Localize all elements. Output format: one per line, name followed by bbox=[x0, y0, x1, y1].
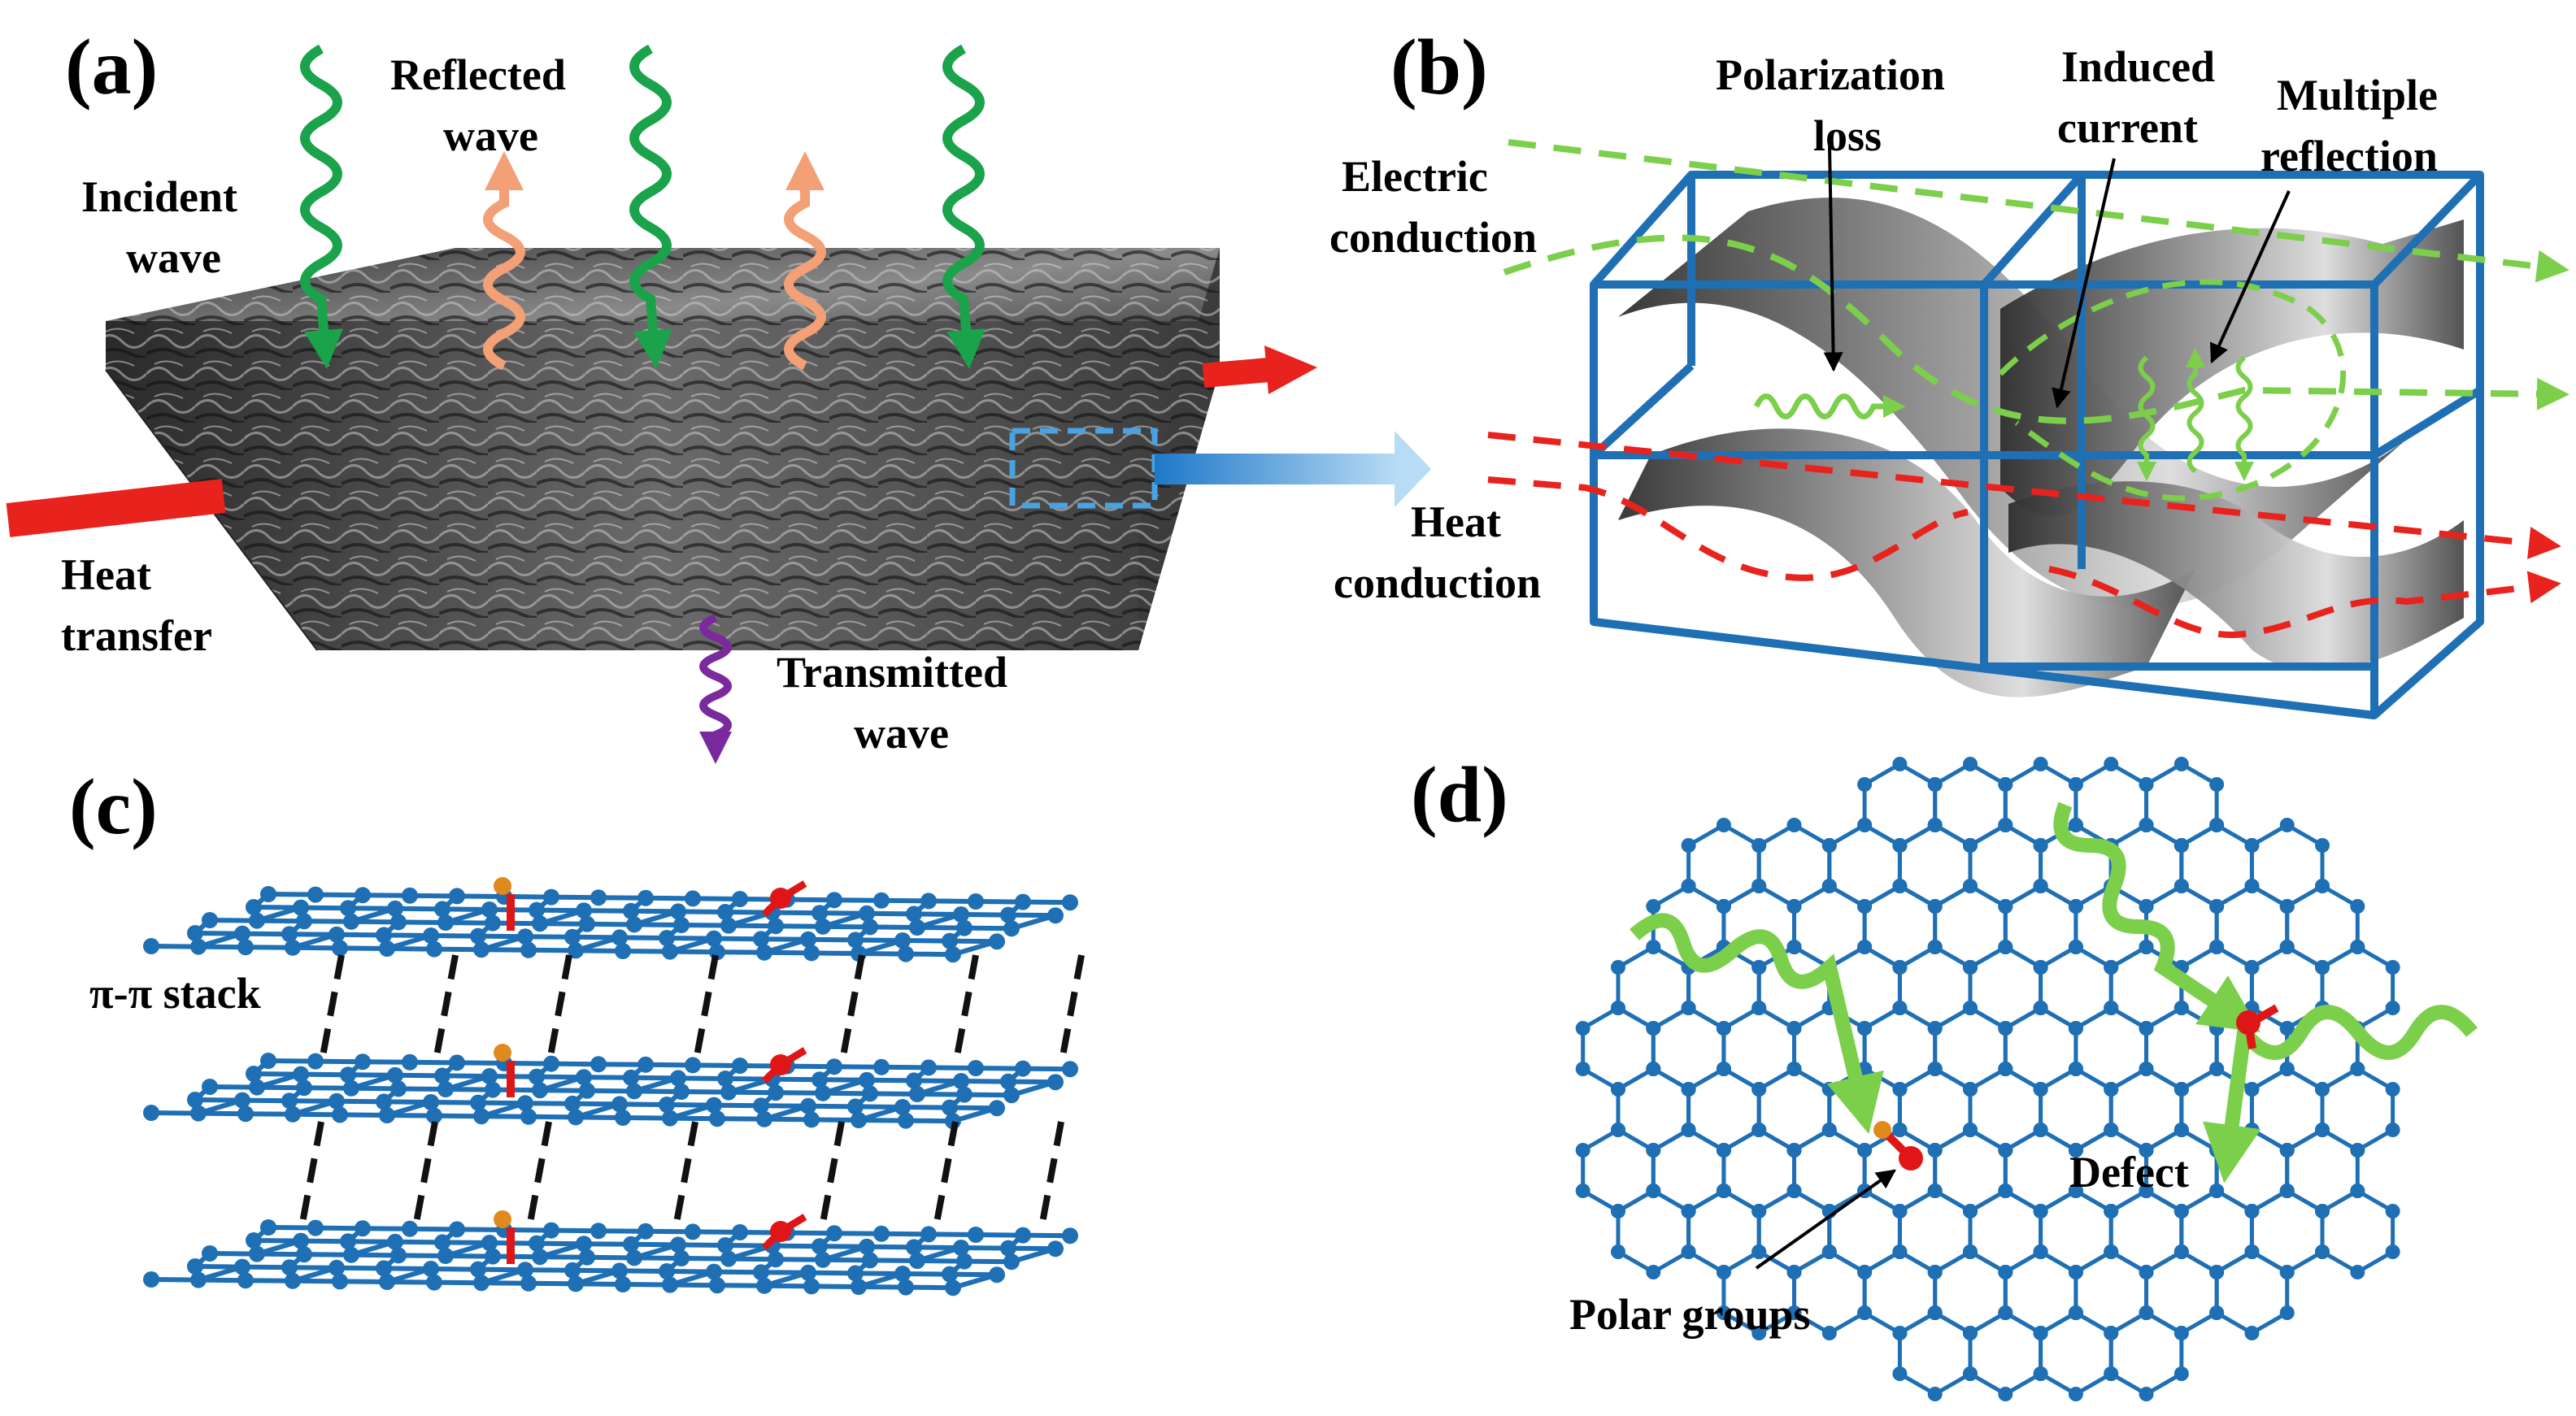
graphene-sheet-1 bbox=[143, 877, 1078, 963]
polarization-loss-label-2: loss bbox=[1813, 111, 1882, 160]
wavy-sheet-top-right bbox=[2000, 219, 2464, 516]
transmitted-wave-label-2: wave bbox=[854, 709, 949, 758]
heat-transfer-label-1: Heat bbox=[61, 550, 151, 599]
heat-conduction-line-3 bbox=[2048, 566, 2561, 638]
panel-c-label: (c) bbox=[69, 763, 158, 851]
induced-current-pointer bbox=[2052, 158, 2116, 409]
reflected-wave-label-1: Reflected bbox=[390, 50, 566, 99]
electric-conduction-line-2 bbox=[1503, 234, 2569, 424]
wave-to-defect-right bbox=[2203, 1005, 2478, 1184]
panel-b-label: (b) bbox=[1390, 24, 1488, 111]
polarization-loss-label-1: Polarization bbox=[1716, 50, 1945, 99]
incident-wave-label-1: Incident bbox=[81, 172, 237, 221]
graphene-sheet-2 bbox=[143, 1044, 1078, 1130]
reflected-wave-2 bbox=[784, 151, 826, 371]
wavy-sheet-bottom-right bbox=[2008, 481, 2464, 671]
polar-group-marker bbox=[1873, 1121, 1923, 1171]
polar-groups-label: Polar groups bbox=[1569, 1290, 1811, 1339]
heat-conduction-line-1 bbox=[1487, 432, 2561, 559]
reflected-wave-label-2: wave bbox=[443, 111, 538, 160]
pi-stack-dashes bbox=[298, 954, 1085, 1232]
graphene-sheets bbox=[143, 877, 1078, 1297]
induced-current-label-2: current bbox=[2057, 103, 2198, 152]
incident-wave-1 bbox=[300, 44, 343, 369]
multiple-reflection-wave-2 bbox=[2186, 348, 2205, 474]
electric-conduction-label-1: Electric bbox=[1342, 152, 1488, 201]
panel-b: (b) bbox=[1329, 24, 2569, 719]
electric-conduction-line-1 bbox=[1508, 139, 2569, 283]
transmitted-wave bbox=[699, 614, 732, 764]
heat-transfer-out-arrow bbox=[1202, 345, 1317, 394]
multiple-reflection-wave-3 bbox=[2234, 355, 2254, 481]
incident-wave-2 bbox=[629, 44, 672, 369]
graphene-honeycomb bbox=[1575, 757, 2400, 1401]
electric-conduction-label-2: conduction bbox=[1329, 213, 1537, 262]
wave-to-defect-top bbox=[2053, 801, 2261, 1032]
transmitted-wave-label-1: Transmitted bbox=[777, 648, 1007, 697]
multiple-reflection-pointer bbox=[2209, 190, 2291, 364]
panel-a: (a) Inc bbox=[6, 24, 1431, 764]
panel-a-label: (a) bbox=[65, 24, 158, 111]
multiple-reflection-wave-1 bbox=[2137, 355, 2156, 481]
wave-to-polar-group bbox=[1630, 913, 1884, 1135]
induced-current-loop bbox=[1998, 279, 2347, 502]
panel-c: (c) π-π stack bbox=[69, 763, 1085, 1297]
defect-marker bbox=[2236, 1004, 2279, 1049]
foam-slab bbox=[105, 248, 1220, 651]
multiple-reflection-label-1: Multiple bbox=[2277, 71, 2438, 119]
polarization-loss-wave bbox=[1753, 393, 1906, 419]
heat-transfer-label-2: transfer bbox=[61, 611, 212, 660]
polarization-loss-pointer bbox=[1823, 146, 1843, 372]
wavy-sheet-bottom-left bbox=[1618, 428, 2195, 697]
graphene-sheet-3 bbox=[143, 1210, 1078, 1297]
heat-conduction-line-2 bbox=[1487, 476, 1969, 581]
panel-d-label: (d) bbox=[1411, 751, 1508, 839]
incident-wave-label-2: wave bbox=[126, 233, 221, 282]
heat-conduction-label-2: conduction bbox=[1334, 558, 1541, 607]
defect-label: Defect bbox=[2069, 1148, 2189, 1197]
polar-groups-pointer bbox=[1755, 1169, 1896, 1270]
zoom-arrow bbox=[1155, 431, 1431, 507]
panel-d: (d) Defect Polar groups bbox=[1411, 751, 2478, 1401]
induced-current-label-1: Induced bbox=[2061, 42, 2215, 91]
multiple-reflection-label-2: reflection bbox=[2261, 132, 2438, 180]
incident-wave-3 bbox=[942, 44, 986, 369]
heat-conduction-label-1: Heat bbox=[1411, 497, 1501, 546]
reflected-wave-1 bbox=[483, 151, 525, 371]
heat-transfer-in-arrow bbox=[6, 479, 226, 537]
pi-stack-label: π-π stack bbox=[89, 969, 261, 1018]
